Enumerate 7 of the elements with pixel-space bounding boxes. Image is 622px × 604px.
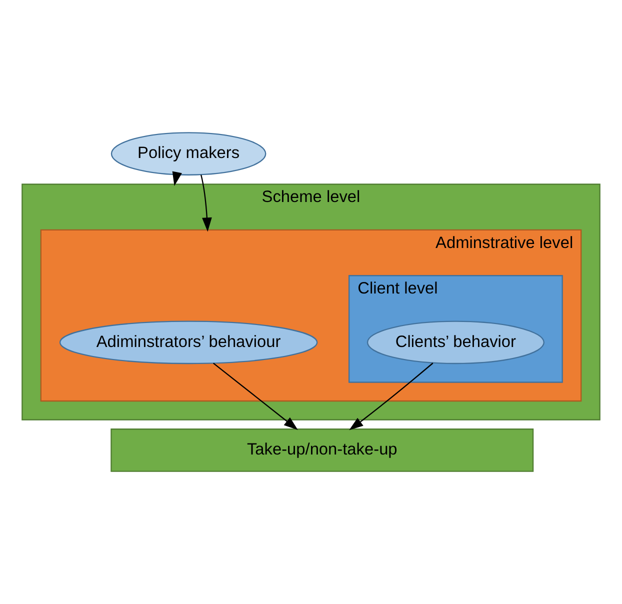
arrow bbox=[172, 171, 182, 186]
node-ellipse: Adiminstrators’ behaviour bbox=[59, 320, 318, 364]
node-box: Take-up/non-take-up bbox=[110, 428, 534, 472]
node-ellipse: Clients’ behavior bbox=[366, 320, 544, 364]
arrow bbox=[200, 174, 212, 232]
arrow bbox=[213, 362, 298, 430]
arrow bbox=[349, 362, 434, 430]
